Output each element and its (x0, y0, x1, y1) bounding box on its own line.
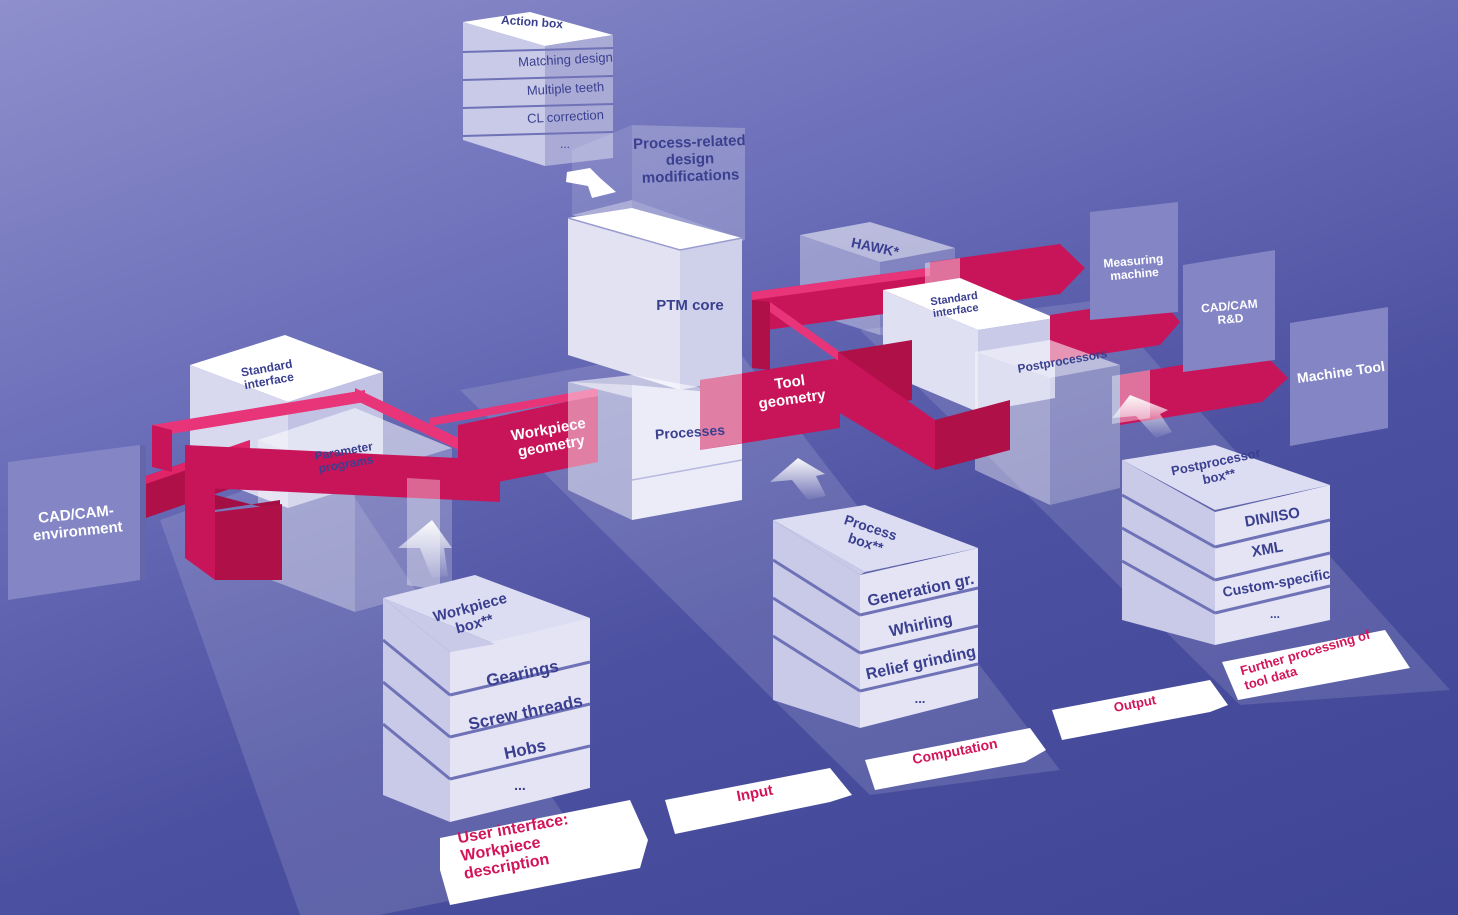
postprocessors-glass-cube (975, 340, 1120, 505)
tool-geometry-ribbon (700, 358, 840, 450)
action-box-arrow (566, 168, 616, 198)
ptm-core-label: PTM core (656, 297, 724, 314)
process-related-label: Process-related design modifications (632, 132, 746, 187)
postprocessor-box-item-4: ... (1269, 607, 1280, 621)
action-box-stack (462, 12, 614, 166)
tag-user-interface-shape (440, 800, 648, 905)
measuring-machine-panel (1090, 202, 1178, 320)
process-box-stack (772, 505, 979, 728)
workpiece-frame-left (140, 388, 500, 590)
tool-geometry-ribbon-fade (700, 373, 742, 450)
workpiece-box-item-4: ... (514, 777, 526, 793)
process-box-arrow (770, 458, 826, 500)
action-box-item-4: ... (559, 137, 570, 151)
process-box-item-4: ... (914, 691, 926, 706)
cad-cam-environment-panel (8, 445, 146, 600)
workpiece-geometry-ribbon-top (430, 388, 598, 426)
machine-tool-arrow (1120, 352, 1288, 425)
cad-cam-rd-panel (1183, 250, 1275, 372)
workpiece-geometry-ribbon (458, 395, 598, 490)
machine-tool-panel (1290, 307, 1388, 446)
frame-vertical-right (838, 340, 1010, 470)
ptm-core-cube (567, 208, 743, 390)
tag-output-shape (1052, 680, 1228, 740)
postprocessor-box-arrow (1112, 395, 1172, 438)
tag-further-processing-shape (1222, 630, 1410, 700)
tag-computation-shape (865, 728, 1046, 790)
workpiece-box-arrow (398, 520, 452, 578)
postprocessor-box-stack (1121, 445, 1331, 645)
workpiece-box-stack (382, 575, 591, 822)
tag-input-shape (665, 768, 852, 834)
